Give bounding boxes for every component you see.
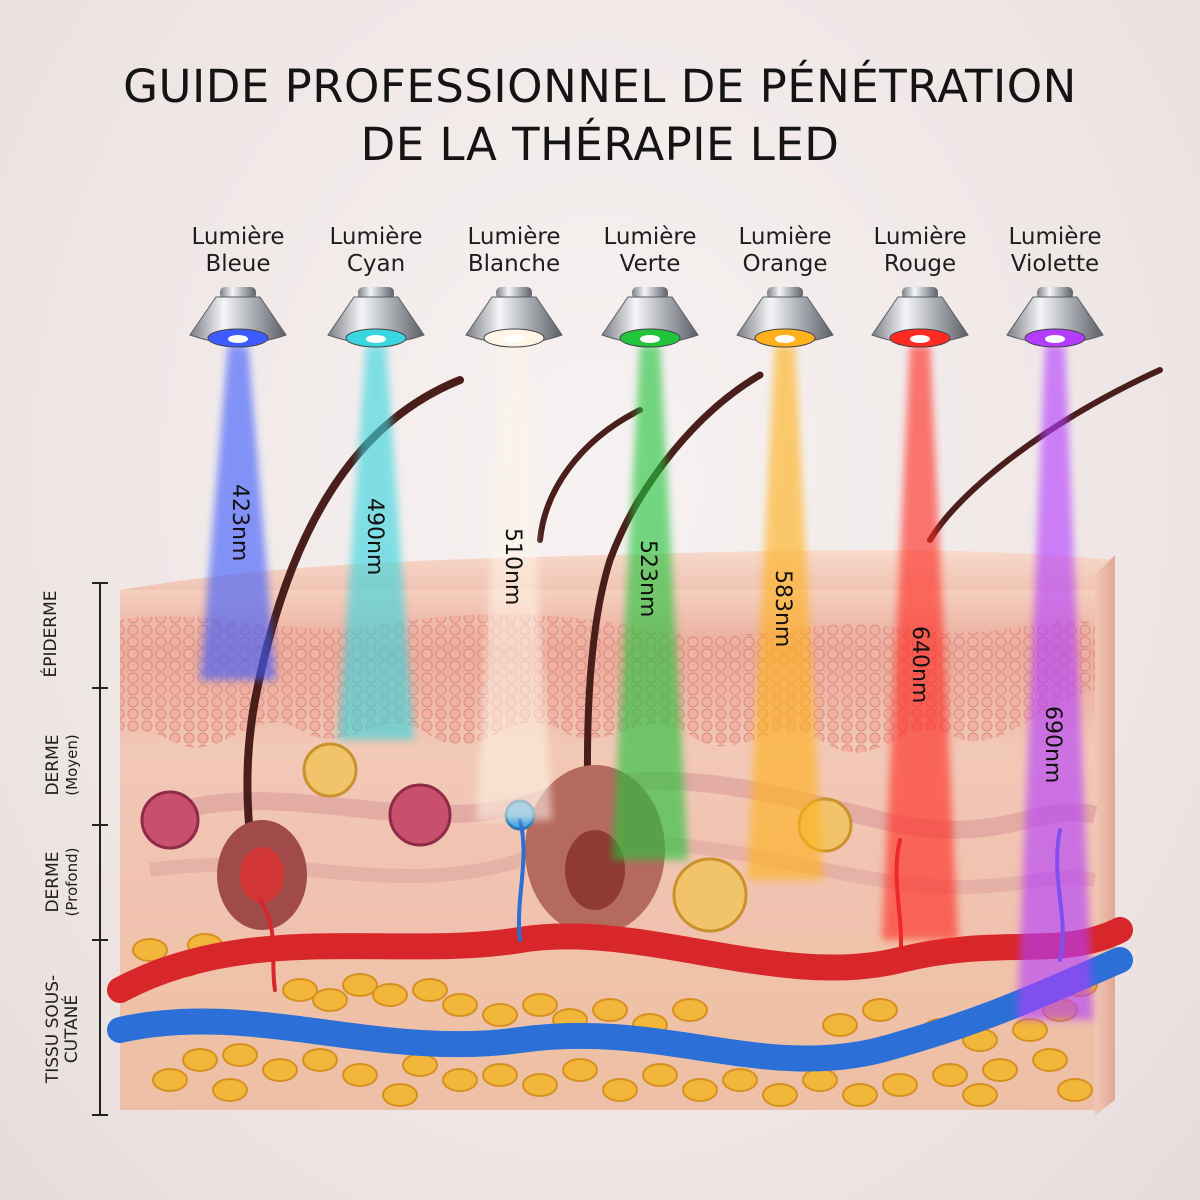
page-title: GUIDE PROFESSIONNEL DE PÉNÉTRATION DE LA… [0,58,1200,174]
wavelength-violet: 690nm [1040,706,1065,784]
title-line-2: DE LA THÉRAPIE LED [360,118,840,171]
layer-label-tissu-sous-cutane: TISSU SOUS- CUTANÉ [43,974,82,1084]
beam-orange [747,345,823,880]
led-heads [189,287,1104,348]
led-head-green [601,287,699,348]
layer-label-derme-moyen: DERME (Moyen) [43,734,81,796]
led-head-red [871,287,969,348]
wavelength-orange: 583nm [770,570,795,648]
beam-cyan [338,345,414,740]
beam-blue [200,345,276,680]
label-violet-light: Lumière Violette [1008,224,1102,277]
led-head-blue [189,287,287,348]
layer-label-epiderme: ÉPIDERME [41,590,61,678]
wavelength-green: 523nm [635,540,660,618]
vein [107,947,1133,1072]
label-cyan-light: Lumière Cyan [329,224,423,277]
light-beams [200,345,1093,1020]
wavelength-white: 510nm [500,528,525,606]
wavelength-blue: 423nm [227,484,252,562]
beam-red [882,345,958,940]
beam-violet [1017,345,1093,1020]
label-white-light: Lumière Blanche [467,224,561,277]
artery [107,917,1133,1003]
wavelength-cyan: 490nm [362,498,387,576]
layer-bracket [92,582,108,1116]
fat-cells [132,933,1098,1107]
led-head-orange [736,287,834,348]
label-orange-light: Lumière Orange [738,224,832,277]
beam-green [612,345,688,860]
wavelength-red: 640nm [907,626,932,704]
skin-side-face [1095,555,1115,1115]
layer-label-derme-profond: DERME (Profond) [43,847,81,917]
label-blue-light: Lumière Bleue [191,224,285,277]
led-head-violet [1006,287,1104,348]
title-line-1: GUIDE PROFESSIONNEL DE PÉNÉTRATION [123,60,1077,113]
beam-white [476,345,552,820]
label-green-light: Lumière Verte [603,224,697,277]
led-head-cyan [327,287,425,348]
led-head-white [465,287,563,348]
label-red-light: Lumière Rouge [873,224,967,277]
